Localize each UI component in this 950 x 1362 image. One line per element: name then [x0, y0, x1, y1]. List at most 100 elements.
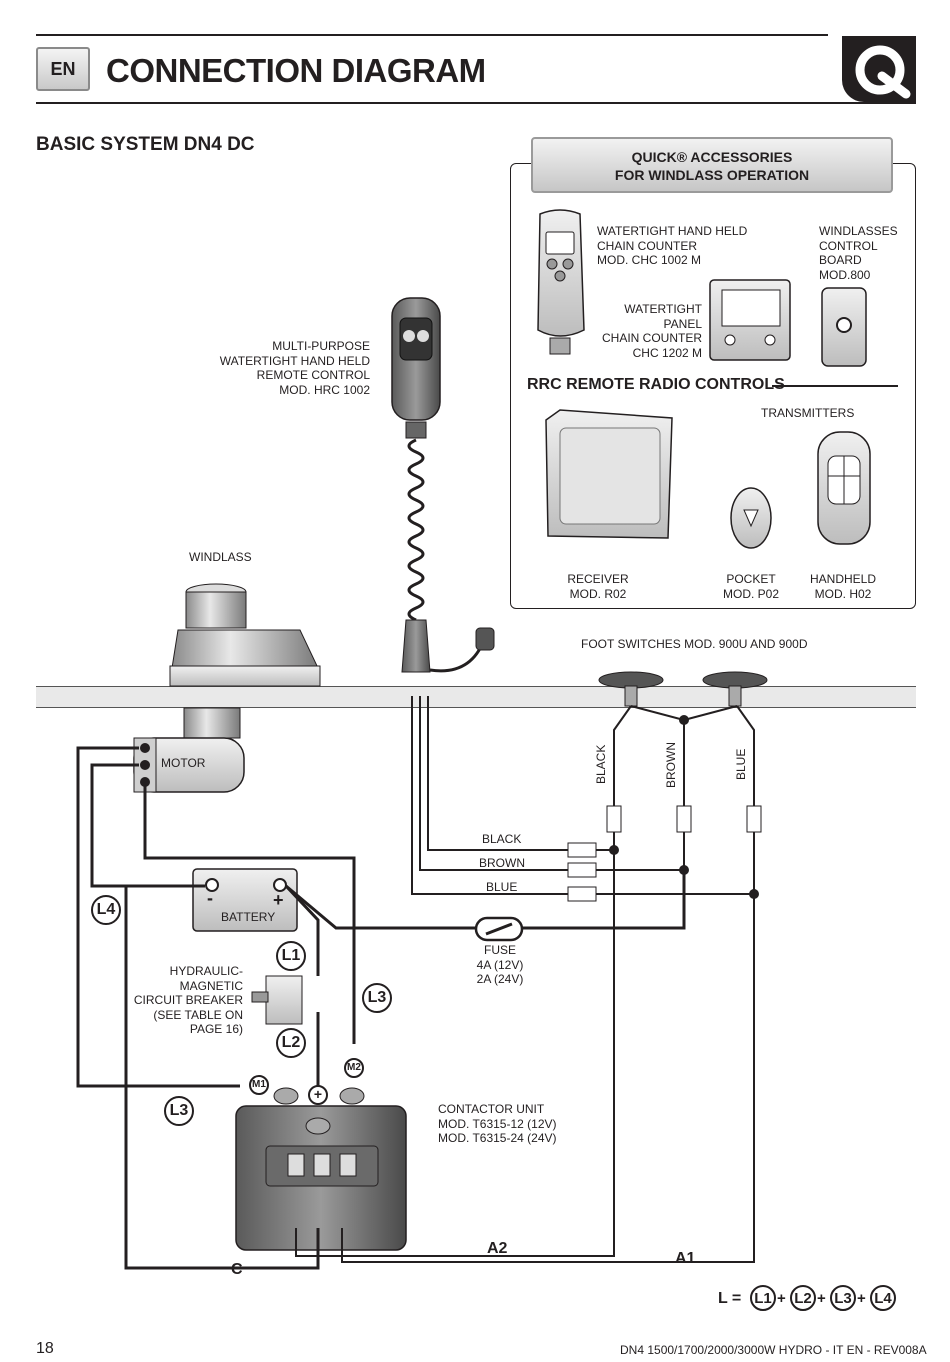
label-line: RECEIVER [567, 572, 629, 586]
tag-l3-bottom: L3 [169, 1102, 189, 1119]
foot-switch-down [702, 671, 768, 707]
circuit-breaker-label: HYDRAULIC- MAGNETIC CIRCUIT BREAKER (SEE… [130, 964, 243, 1037]
language-badge: EN [36, 47, 90, 91]
panel-chain-counter-device [709, 279, 791, 361]
label-line: CIRCUIT BREAKER [133, 993, 243, 1007]
terminal-a2: A2 [487, 1240, 508, 1257]
tag-m2: M2 [347, 1062, 361, 1073]
label-line: MOD.800 [819, 267, 871, 282]
cable-tags [91, 895, 392, 1126]
accessories-subtitle: FOR WINDLASS OPERATION [614, 167, 810, 183]
handheld-transmitter-device [817, 431, 871, 545]
battery-plus: + [273, 890, 284, 910]
label-line: MOD. T6315-12 (12V) [438, 1116, 557, 1131]
contactor-device [235, 1087, 407, 1251]
terminal-blocks [567, 805, 762, 902]
black-wire-label: BLACK [482, 832, 522, 846]
control-board-label: WINDLASSES CONTROL BOARD MOD.800 [819, 224, 898, 282]
document-reference: DN4 1500/1700/2000/3000W HYDRO - IT EN -… [620, 1343, 927, 1357]
label-line: 2A (24V) [476, 972, 524, 986]
chain-counter-handheld-label: WATERTIGHT HAND HELD CHAIN COUNTER MOD. … [597, 224, 747, 268]
formula-circles [750, 1285, 896, 1311]
pocket-label: POCKET MOD. P02 [710, 572, 792, 601]
rrc-rule [772, 385, 898, 387]
remote-control-device [391, 297, 495, 673]
tag-m1: M1 [252, 1079, 266, 1090]
control-board-device [821, 287, 867, 367]
label-line: CHC 1202 M [632, 345, 702, 360]
formula-l3: L3 [834, 1290, 852, 1307]
section-subtitle: BASIC SYSTEM DN4 DC [36, 134, 255, 155]
formula-plus: + [777, 1290, 786, 1307]
foot-switch-up [598, 671, 664, 707]
contactor-label: CONTACTOR UNIT MOD. T6315-12 (12V) MOD. … [438, 1102, 557, 1146]
label-line: 4A (12V) [476, 957, 524, 972]
motor-device [133, 737, 245, 793]
label-line: CHAIN COUNTER [597, 238, 698, 253]
accessories-title: QUICK® ACCESSORIES [631, 149, 793, 165]
quick-logo-icon [855, 45, 911, 99]
chain-counter-handheld-device [537, 209, 585, 355]
receiver-device [545, 409, 673, 539]
label-line: MOD. R02 [569, 586, 627, 601]
foot-switches-label: FOOT SWITCHES MOD. 900U AND 900D [581, 637, 808, 651]
fuse-label: FUSE 4A (12V) 2A (24V) [460, 943, 540, 987]
header-bottom-rule [36, 102, 916, 104]
label-line: WINDLASSES [819, 224, 898, 238]
tag-plus: + [313, 1086, 323, 1102]
circuit-breaker-device [251, 975, 303, 1025]
tag-l4: L4 [96, 901, 116, 918]
handheld-label: HANDHELD MOD. H02 [800, 572, 886, 601]
label-line: CHAIN COUNTER [601, 331, 702, 345]
label-line: BOARD [819, 253, 862, 267]
label-line: PAGE 16) [189, 1022, 243, 1036]
tag-l3-top: L3 [367, 989, 387, 1006]
label-line: WATERTIGHT HAND HELD [219, 353, 370, 368]
quick-logo [842, 36, 916, 102]
brown-wire-label: BROWN [479, 856, 525, 870]
label-line: MOD. HRC 1002 [279, 382, 370, 397]
boat-deck [36, 686, 916, 708]
label-line: MAGNETIC [179, 978, 243, 993]
label-line: HANDHELD [809, 572, 876, 586]
brown-vertical-label: BROWN [664, 742, 678, 788]
formula-plus: + [817, 1290, 826, 1307]
label-line: HYDRAULIC- [169, 964, 243, 978]
formula-plus: + [857, 1290, 866, 1307]
rrc-title: RRC REMOTE RADIO CONTROLS [527, 376, 785, 393]
fuse-device [474, 916, 524, 942]
formula-l2: L2 [794, 1290, 812, 1307]
label-line: POCKET [726, 572, 776, 586]
terminal-c: C [231, 1261, 243, 1278]
label-line: MOD. H02 [814, 586, 872, 601]
terminal-a1: A1 [675, 1250, 696, 1267]
label-line: FUSE [483, 943, 516, 957]
receiver-label: RECEIVER MOD. R02 [548, 572, 648, 601]
junction-dots [609, 715, 759, 899]
label-line: (SEE TABLE ON [153, 1007, 243, 1022]
blue-wire-label: BLUE [486, 880, 518, 894]
label-line: WATERTIGHT [624, 302, 702, 316]
battery-minus: - [207, 888, 213, 908]
label-line: MOD. P02 [722, 586, 779, 601]
motor-label: MOTOR [161, 756, 206, 770]
remote-control-label: MULTI-PURPOSE WATERTIGHT HAND HELD REMOT… [200, 339, 370, 397]
tag-l1: L1 [281, 947, 301, 964]
pocket-transmitter-device [730, 487, 772, 549]
windlass-device [169, 583, 321, 739]
formula-l1: L1 [754, 1290, 772, 1307]
black-vertical-label: BLACK [594, 744, 608, 784]
page-title: CONNECTION DIAGRAM [106, 52, 486, 89]
accessories-banner: QUICK® ACCESSORIES FOR WINDLASS OPERATIO… [531, 137, 893, 193]
panel-counter-label: WATERTIGHT PANEL CHAIN COUNTER CHC 1202 … [580, 302, 702, 360]
label-line: MOD. CHC 1002 M [597, 253, 702, 267]
label-line: PANEL [663, 316, 702, 331]
windlass-label: WINDLASS [189, 550, 252, 564]
label-line: MULTI-PURPOSE [272, 339, 370, 353]
label-line: MOD. T6315-24 (24V) [438, 1131, 557, 1145]
battery-device [192, 868, 298, 932]
formula-l4: L4 [874, 1290, 892, 1307]
label-line: WATERTIGHT HAND HELD [597, 224, 748, 238]
blue-vertical-label: BLUE [734, 748, 748, 780]
